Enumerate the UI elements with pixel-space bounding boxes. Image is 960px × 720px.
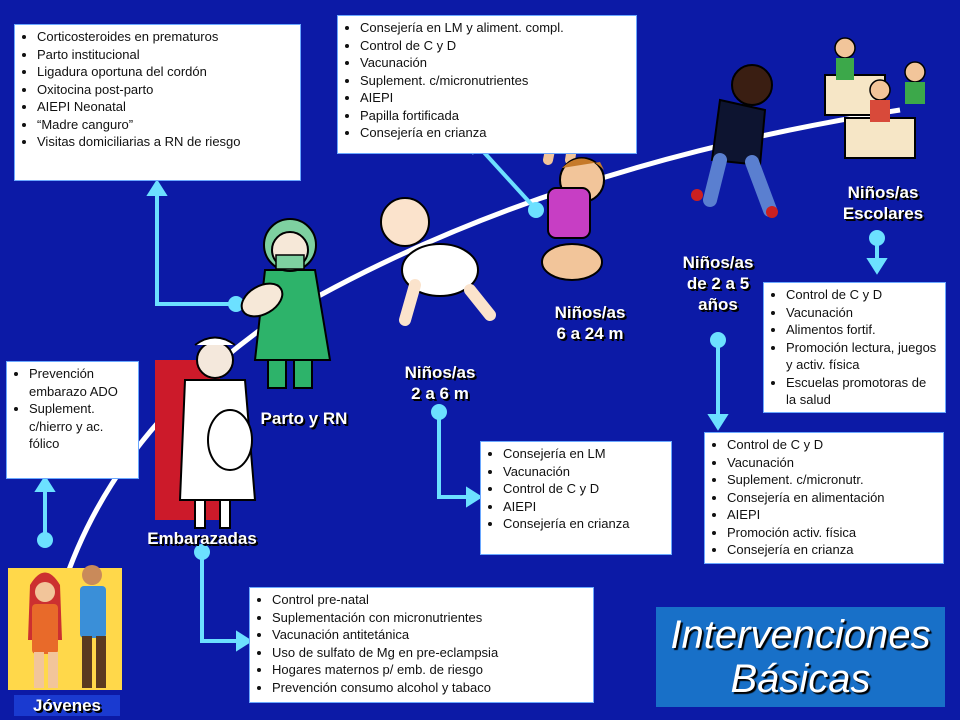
intervention-item: Parto institucional [37,46,294,64]
list-parto: Corticosteroides en prematurosParto inst… [15,25,300,154]
intervention-item: Vacunación antitetánica [272,626,587,644]
doctor-with-baby-illustration [240,218,332,389]
intervention-item: AIEPI [727,506,937,524]
label-ninos-2-5: Niños/as de 2 a 5 años [682,253,754,314]
box-parto: Corticosteroides en prematurosParto inst… [14,24,301,181]
intervention-item: Vacunación [727,454,937,472]
intervention-item: Escuelas promotoras de la salud [786,374,939,409]
intervention-item: Uso de sulfato de Mg en pre-eclampsia [272,644,587,662]
intervention-item: Prevención consumo alcohol y tabaco [272,679,587,697]
intervention-item: Control de C y D [503,480,665,498]
intervention-item: Visitas domiciliarias a RN de riesgo [37,133,294,151]
label-escolares: Niños/as Escolares [842,183,924,223]
label-jovenes: Jóvenes [14,695,120,716]
intervention-item: Control de C y D [360,37,630,55]
intervention-item: Vacunación [503,463,665,481]
youth-couple-illustration [8,565,122,690]
connector-jovenes [34,475,56,548]
connector-ninos-2-5 [707,332,729,431]
list-escolares: Control de C y DVacunaciónAlimentos fort… [764,283,945,412]
intervention-item: Suplement. c/hierro y ac. fólico [29,400,132,453]
title-line-2: Básicas [730,657,871,701]
intervention-item: Control de C y D [786,286,939,304]
intervention-item: Papilla fortificada [360,107,630,125]
box-escolares: Control de C y DVacunaciónAlimentos fort… [763,282,946,413]
intervention-item: Control pre-natal [272,591,587,609]
intervention-item: Ligadura oportuna del cordón [37,63,294,81]
list-ninos-2-5: Control de C y DVacunaciónSuplement. c/m… [705,433,943,562]
connector-parto [146,179,244,312]
label-parto: Parto y RN [260,409,348,428]
schoolchildren-illustration [824,37,926,159]
title-line-1: Intervenciones [670,613,931,657]
intervention-item: Control de C y D [727,436,937,454]
intervention-item: Consejería en crianza [503,515,665,533]
intervention-item: Hogares maternos p/ emb. de riesgo [272,661,587,679]
intervention-item: Consejería en LM y aliment. compl. [360,19,630,37]
box-ninos-2-5: Control de C y DVacunaciónSuplement. c/m… [704,432,944,564]
list-ninos-2-6: Consejería en LMVacunaciónControl de C y… [481,442,671,536]
intervention-item: Corticosteroides en prematuros [37,28,294,46]
intervention-item: Consejería en crianza [360,124,630,142]
intervention-item: Promoción lectura, juegos y activ. físic… [786,339,939,374]
crawling-baby-illustration [380,197,496,326]
intervention-item: Consejería en alimentación [727,489,937,507]
label-ninos-2-6: Niños/as 2 a 6 m [404,363,476,403]
intervention-item: Suplement. c/micronutrientes [360,72,630,90]
box-ninos-2-6: Consejería en LMVacunaciónControl de C y… [480,441,672,555]
box-ninos-6-24: Consejería en LM y aliment. compl.Contro… [337,15,637,154]
box-embarazadas: Control pre-natalSuplementación con micr… [249,587,594,703]
intervention-item: Suplementación con micronutrientes [272,609,587,627]
intervention-item: Alimentos fortif. [786,321,939,339]
intervention-item: “Madre canguro” [37,116,294,134]
running-child-illustration [691,64,778,218]
intervention-item: AIEPI [360,89,630,107]
intervention-item: AIEPI Neonatal [37,98,294,116]
intervention-item: Consejería en LM [503,445,665,463]
list-jovenes: Prevención embarazo ADOSuplement. c/hier… [7,362,138,456]
box-jovenes: Prevención embarazo ADOSuplement. c/hier… [6,361,139,479]
intervention-item: Consejería en crianza [727,541,937,559]
intervention-item: Vacunación [360,54,630,72]
list-embarazadas: Control pre-natalSuplementación con micr… [250,588,593,699]
connector-escolares [866,230,888,275]
connector-ninos-2-6 [431,404,483,508]
pregnant-woman-illustration [155,336,257,529]
intervention-item: Suplement. c/micronutr. [727,471,937,489]
intervention-item: Promoción activ. física [727,524,937,542]
connector-embarazadas [194,544,253,652]
title-box: Intervenciones Básicas [656,607,945,707]
intervention-item: Vacunación [786,304,939,322]
label-embarazadas: Embarazadas [147,529,257,548]
label-ninos-6-24: Niños/as 6 a 24 m [554,303,626,343]
intervention-item: AIEPI [503,498,665,516]
list-ninos-6-24: Consejería en LM y aliment. compl.Contro… [338,16,636,145]
intervention-item: Oxitocina post-parto [37,81,294,99]
intervention-item: Prevención embarazo ADO [29,365,132,400]
